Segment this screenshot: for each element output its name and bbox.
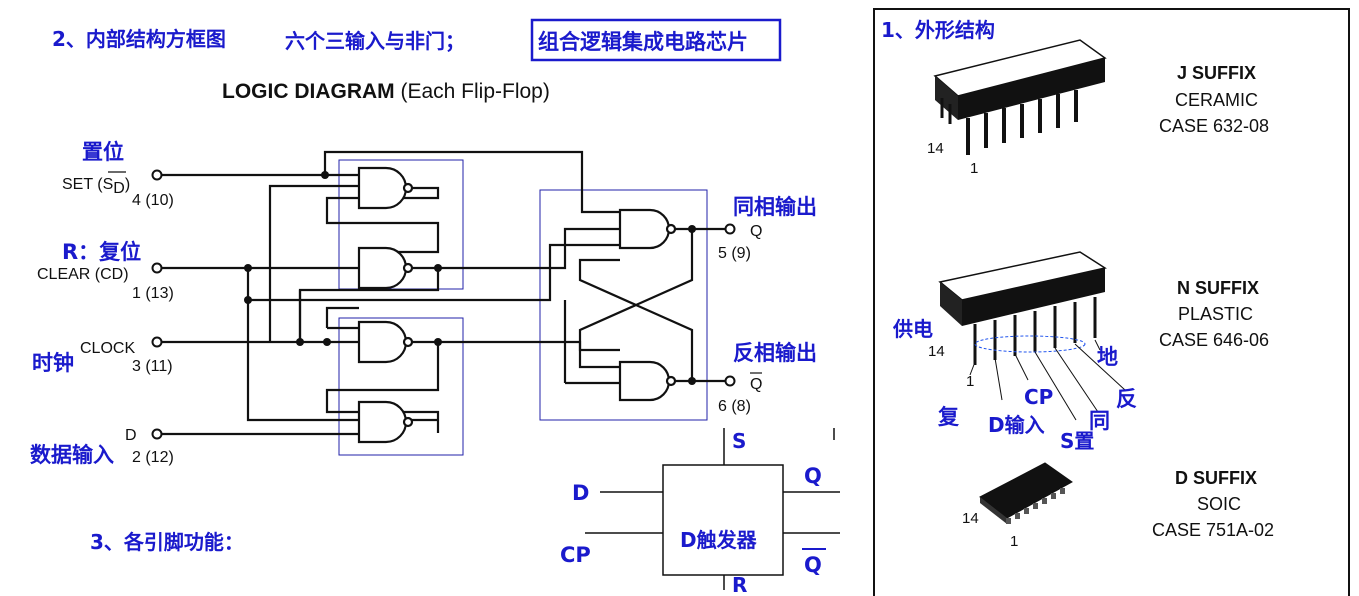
package-heading: 1、外形结构 [881,18,995,42]
dff-d: D [572,481,589,505]
pin-function-heading: 3、各引脚功能： [90,530,244,554]
d-pin14: 14 [962,510,979,527]
package-panel-frame [873,8,1350,596]
j-suffix: J SUFFIX [1177,63,1256,83]
pin-label-same: 同 [1089,409,1110,433]
dff-q: Q [804,464,822,488]
nand-gate-2 [357,246,408,290]
dff-cp: CP [560,543,591,567]
nand-gate-4 [357,400,408,444]
plastic-dip-package-icon [938,251,1126,421]
set-pin-terminal [151,169,163,181]
d-pin-terminal [151,428,163,440]
d-flipflop-symbol: D触发器 S D CP Q Q R [560,428,840,596]
chip-label: 组合逻辑集成电路芯片 [538,30,748,54]
clear-label: CLEAR (CD) [37,266,129,283]
soic-package-icon [979,462,1073,524]
dff-title: D触发器 [680,528,758,552]
set-pin: 4 (10) [132,192,174,209]
data-label-cn: 数据输入 [30,443,114,467]
qbar-pin-terminal [724,375,736,387]
lower-latch-frame [338,317,464,456]
q-label: Q [750,223,762,240]
qbar-label-cn: 反相输出 [733,341,817,365]
clock-pin: 3 (11) [132,358,173,375]
d-pin: 2 (12) [132,449,174,466]
pin-label-gnd: 地 [1097,345,1118,369]
dff-s: S [732,429,746,453]
ceramic-package-icon [933,39,1107,155]
qbar-label: Q [750,376,762,393]
n-type: PLASTIC [1178,304,1253,324]
pin-label-inv: 反 [1116,387,1137,411]
chip-label-frame [530,18,782,62]
q-pin: 5 (9) [718,245,751,262]
pin-label-dinput: D输入 [988,413,1045,437]
nand-gate-6 [618,360,671,402]
diagram-title: LOGIC DIAGRAM (Each Flip-Flop) [222,80,550,103]
nand-gate-3 [357,320,408,364]
n-suffix: N SUFFIX [1177,278,1259,298]
wire-junctions [244,171,696,385]
dff-qbar: Q [804,553,822,577]
d-pin1: 1 [1010,533,1018,550]
clock-pin-terminal [151,336,163,348]
dff-r: R [732,573,747,596]
logic-wiring [162,150,725,436]
pin-label-sset: S置 [1060,429,1094,453]
reset-label-cn: R：复位 [62,240,141,264]
section-heading-internal: 2、内部结构方框图 [52,27,226,51]
j-case: CASE 632-08 [1159,116,1269,136]
n-case: CASE 646-06 [1159,330,1269,350]
clear-pin-terminal [151,262,163,274]
q-label-cn: 同相输出 [733,195,817,219]
clock-label: CLOCK [80,340,135,357]
n-pin1: 1 [966,373,974,390]
d-label: D [125,427,137,444]
n-pin14: 14 [928,343,945,360]
nand-gate-5 [618,208,671,250]
clock-label-cn: 时钟 [32,351,74,375]
pin-label-reset: 复 [937,405,960,429]
nand-gates [357,166,677,444]
pin-label-vcc: 供电 [892,317,933,341]
j-type: CERAMIC [1175,90,1258,110]
d-type: SOIC [1197,494,1241,514]
d-case: CASE 751A-02 [1152,520,1274,540]
output-latch-frame [539,189,708,421]
set-label-cn: 置位 [82,140,124,164]
d-suffix: D SUFFIX [1175,468,1257,488]
nand-gate-1 [357,166,408,210]
pin-label-cp: CP [1024,385,1053,409]
j-pin14: 14 [927,140,944,157]
nand-gate-subtitle: 六个三输入与非门； [285,29,465,53]
clear-pin: 1 (13) [132,285,174,302]
j-pin1: 1 [970,160,978,177]
set-label: SET (SD) [62,176,130,197]
qbar-pin: 6 (8) [718,398,751,415]
q-pin-terminal [724,223,736,235]
